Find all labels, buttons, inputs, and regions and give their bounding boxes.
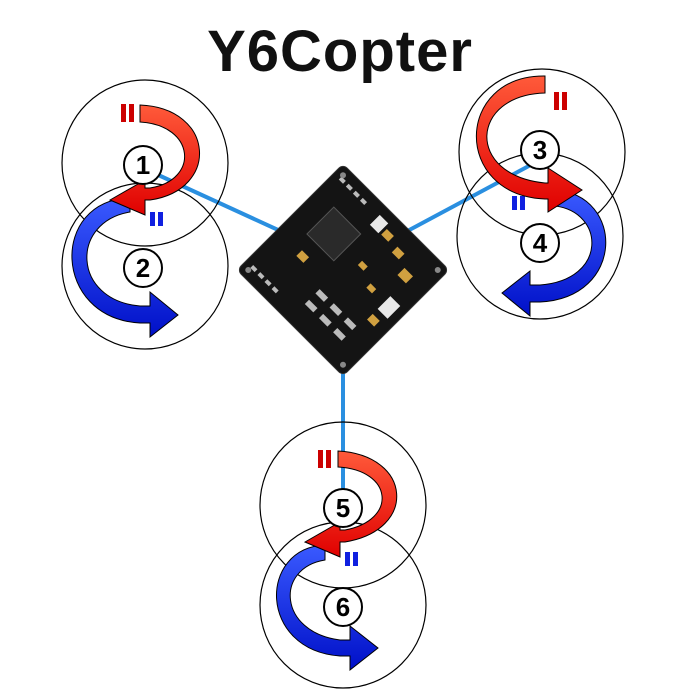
rotation-arrow-2 — [71, 197, 179, 339]
motor-label-2: 2 — [136, 253, 150, 283]
motor-label-1: 1 — [136, 150, 150, 180]
motor-label-3: 3 — [533, 135, 547, 165]
motor-label-4: 4 — [533, 228, 548, 258]
rotation-arrow-6 — [276, 544, 379, 672]
motor-badge-2: 2 — [123, 248, 163, 288]
motor-label-5: 5 — [336, 493, 350, 523]
flight-controller-board — [238, 165, 448, 375]
motor-badge-1: 1 — [123, 145, 163, 185]
rotation-arrow-4 — [501, 189, 607, 318]
motor-badge-3: 3 — [520, 130, 560, 170]
motor-badge-5: 5 — [323, 488, 363, 528]
motor-label-6: 6 — [336, 592, 350, 622]
rotation-arrow-3 — [475, 75, 583, 213]
motor-badge-4: 4 — [520, 223, 560, 263]
arm-right — [399, 158, 541, 237]
rotation-arrow-5 — [303, 450, 398, 558]
rotation-arrow-1 — [108, 104, 200, 216]
arm-left — [142, 166, 301, 242]
page-title: Y6Copter — [207, 19, 473, 84]
frame-arms — [142, 158, 541, 490]
motor-badges: 1 2 3 4 5 6 — [123, 130, 560, 627]
motor-badge-6: 6 — [323, 587, 363, 627]
prop-circle-1 — [61, 79, 229, 247]
